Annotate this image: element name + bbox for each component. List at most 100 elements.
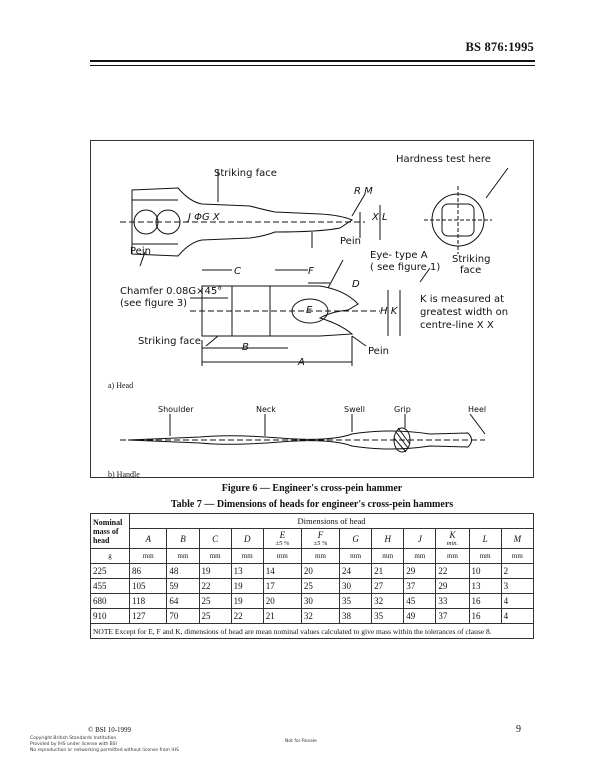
dimension-cell: 30 <box>300 593 341 609</box>
not-for-resale: Not for Resale <box>285 739 317 744</box>
label-jgx: J ΦG X <box>188 212 220 223</box>
dimension-cell: 37 <box>435 608 470 624</box>
label-eye-type-1: Eye- type A <box>370 250 428 261</box>
dimension-cell: 4 <box>500 608 535 624</box>
copyright-line-3: No reproduction or networking permitted … <box>30 748 179 753</box>
copyright-block: Copyright British Standards Institution … <box>30 726 179 754</box>
dimension-cell: 22 <box>230 608 264 624</box>
dimension-cell: 19 <box>230 593 264 609</box>
table-note: NOTE Except for E, F and K, dimensions o… <box>90 623 534 639</box>
label-heel: Heel <box>468 405 487 414</box>
dimension-cell: 21 <box>371 563 405 579</box>
dimension-cell: 37 <box>403 578 437 594</box>
label-shoulder: Shoulder <box>158 405 194 414</box>
label-d: D <box>352 279 360 290</box>
dimension-cell: 35 <box>371 608 405 624</box>
label-eye-type-2: ( see figure 1) <box>370 262 441 273</box>
col-H: H <box>371 528 405 549</box>
dimension-cell: 48 <box>166 563 200 579</box>
dimension-cell: 59 <box>166 578 200 594</box>
dimension-cell: 27 <box>371 578 405 594</box>
subcaption-head: a) Head <box>108 381 134 390</box>
dimension-cell: 32 <box>371 593 405 609</box>
unit-cell: mm <box>339 548 373 564</box>
label-striking-face-bottom: Striking face <box>138 336 201 347</box>
dimension-cell: 25 <box>198 608 232 624</box>
dimension-cell: 118 <box>128 593 168 609</box>
tol-E: ±5 % <box>275 540 290 547</box>
unit-cell: mm <box>230 548 264 564</box>
dimension-cell: 45 <box>403 593 437 609</box>
dimension-cell: 10 <box>468 563 502 579</box>
dimension-cell: 25 <box>300 578 341 594</box>
col-E: E±5 % <box>262 528 302 549</box>
unit-cell: mm <box>403 548 437 564</box>
dimensions-header: Dimensions of head <box>129 513 534 529</box>
dimension-cell: 30 <box>339 578 373 594</box>
note-row: NOTE Except for E, F and K, dimensions o… <box>90 623 534 639</box>
label-chamfer-1: Chamfer 0.08G×45° <box>120 286 223 297</box>
dimension-cell: 13 <box>468 578 502 594</box>
dimension-cell: 16 <box>468 593 502 609</box>
label-pein-mid: Pein <box>340 236 361 247</box>
dimension-cell: 14 <box>262 563 302 579</box>
dimension-cell: 24 <box>339 563 373 579</box>
units-row: g mm mm mm mm mm mm mm mm mm mm mm mm <box>90 548 535 564</box>
dimension-cell: 22 <box>198 578 232 594</box>
dimension-cell: 16 <box>468 608 502 624</box>
unit-cell: mm <box>128 548 168 564</box>
mass-cell: 910 <box>90 608 130 624</box>
col-M: M <box>500 528 535 549</box>
dimension-cell: 20 <box>300 563 341 579</box>
unit-cell: mm <box>435 548 470 564</box>
col-J: J <box>403 528 437 549</box>
label-grip: Grip <box>394 405 411 414</box>
page-number: 9 <box>516 724 521 735</box>
dimension-cell: 33 <box>435 593 470 609</box>
mass-cell: 225 <box>90 563 130 579</box>
label-rm: R M <box>354 186 373 197</box>
label-pein-left: Pein <box>130 246 151 257</box>
dimension-cell: 25 <box>198 593 232 609</box>
label-e: E <box>306 305 313 316</box>
subcaption-handle: b) Handle <box>108 470 140 479</box>
label-xl: X L <box>372 212 388 223</box>
dimension-cell: 13 <box>230 563 264 579</box>
header-rule-thick <box>90 60 535 62</box>
label-hk: H K <box>380 306 398 317</box>
dimension-cell: 70 <box>166 608 200 624</box>
copyright-line-2: Provided by IHS under license with BSI <box>30 742 117 747</box>
figure-frame <box>90 140 534 478</box>
dimension-cell: 64 <box>166 593 200 609</box>
table-header-row: Nominal mass of head Dimensions of head <box>90 513 534 549</box>
dimension-cell: 127 <box>128 608 168 624</box>
unit-cell: mm <box>198 548 232 564</box>
tol-K: min. <box>446 540 459 547</box>
col-B: B <box>166 528 200 549</box>
header-rule-thin <box>90 65 535 66</box>
label-striking-face-top: Striking face <box>214 168 277 179</box>
mass-cell: 455 <box>90 578 130 594</box>
standard-number: BS 876:1995 <box>465 40 534 54</box>
label-hardness: Hardness test here <box>396 154 491 165</box>
dimension-cell: 29 <box>403 563 437 579</box>
col-D: D <box>230 528 264 549</box>
label-pein-bottom: Pein <box>368 346 389 357</box>
unit-cell: mm <box>468 548 502 564</box>
unit-cell: mm <box>371 548 405 564</box>
label-k-note-1: K is measured at <box>420 294 505 305</box>
label-striking-right-1: Striking <box>452 254 491 265</box>
dimensions-table: Nominal mass of head Dimensions of head … <box>90 513 535 639</box>
label-chamfer-2: (see figure 3) <box>120 298 188 309</box>
tol-F: ±5 % <box>313 540 328 547</box>
dimension-cell: 86 <box>128 563 168 579</box>
table-caption: Table 7 — Dimensions of heads for engine… <box>170 499 454 510</box>
hammer-drawing <box>120 167 509 453</box>
label-swell: Swell <box>344 405 365 414</box>
label-k-note-2: greatest width on <box>420 307 509 318</box>
